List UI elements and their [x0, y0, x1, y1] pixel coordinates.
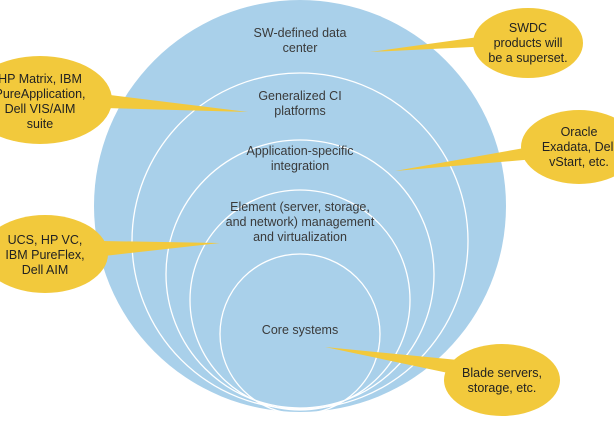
- pointer-swdc: [370, 36, 492, 52]
- layer-label-element-management: Element (server, storage,and network) ma…: [225, 200, 375, 244]
- layer-label-core-systems: Core systems: [261, 323, 339, 337]
- pointer-blade-servers: [325, 347, 458, 374]
- callout-blade-servers-text: Blade servers,storage, etc.: [462, 366, 542, 395]
- pointer-ucs: [102, 241, 220, 256]
- pointer-hp-matrix: [104, 95, 248, 112]
- outer-circle-sw-defined-data-center: [94, 0, 506, 412]
- callout-blade-servers-bubble: [444, 344, 560, 416]
- ring-application-specific-integration: [165, 139, 435, 409]
- ring-element-management: [189, 189, 411, 411]
- callout-swdc-bubble: [473, 8, 583, 78]
- callout-ucs-bubble: [0, 215, 108, 293]
- ring-generalized-ci-platforms: [131, 72, 469, 410]
- pointer-oracle: [395, 147, 535, 171]
- callout-hp-matrix-bubble: [0, 56, 112, 144]
- ring-core-systems: [219, 253, 381, 415]
- callout-ucs-text: UCS, HP VC,IBM PureFlex,Dell AIM: [5, 233, 85, 277]
- callout-oracle-bubble: [521, 110, 614, 184]
